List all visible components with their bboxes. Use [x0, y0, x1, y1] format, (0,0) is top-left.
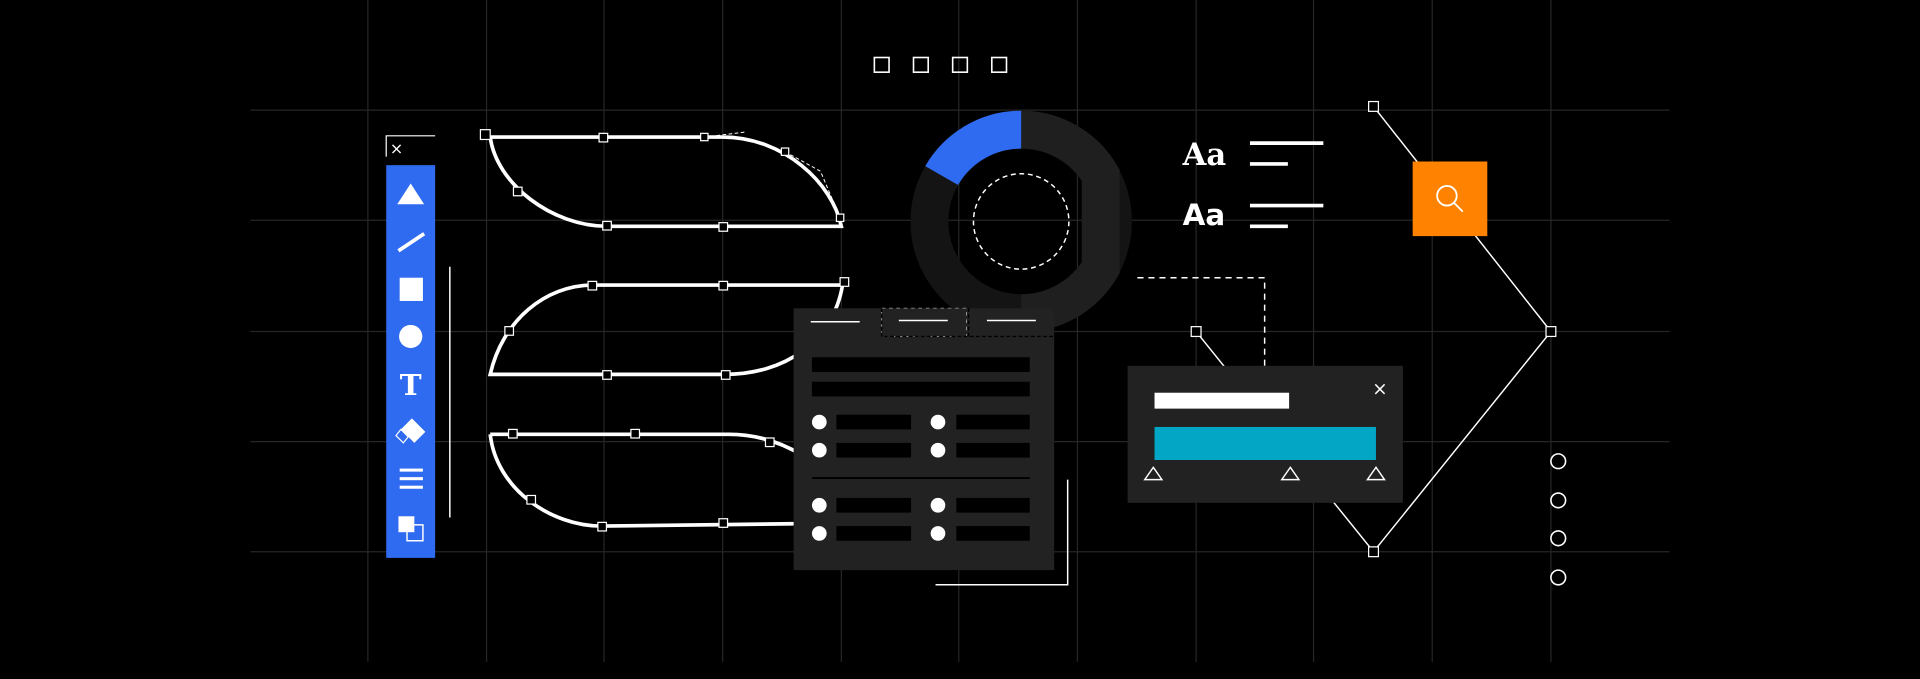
typography-samples: Aa Aa — [1182, 137, 1324, 232]
dialog-close-icon[interactable]: × — [1372, 379, 1387, 400]
dialog-input[interactable] — [1154, 392, 1290, 409]
square-3[interactable] — [951, 56, 969, 73]
square-4[interactable] — [991, 56, 1008, 73]
text-field-1[interactable] — [811, 357, 1030, 372]
slider-markers[interactable] — [1143, 466, 1386, 481]
dialog-panel: × — [1127, 365, 1403, 503]
bezier-handles[interactable] — [479, 129, 850, 532]
square-2[interactable] — [912, 56, 929, 73]
eraser-icon[interactable] — [395, 418, 426, 444]
donut-highlight-segment[interactable] — [925, 110, 1022, 186]
text-field-2[interactable] — [811, 381, 1030, 397]
panel-tabs[interactable] — [810, 307, 1055, 338]
square-icon[interactable] — [399, 277, 423, 301]
pagination-squares — [873, 56, 1008, 73]
corner-bracket — [935, 479, 1069, 586]
circle-icon[interactable] — [399, 324, 423, 349]
connector-handles[interactable] — [1190, 100, 1557, 558]
triangle-icon[interactable] — [397, 183, 425, 205]
text-icon[interactable]: T — [400, 367, 422, 402]
radio-options[interactable] — [811, 414, 946, 541]
radio-dots[interactable] — [1550, 453, 1567, 586]
toolbar-close-icon[interactable]: × — [390, 139, 403, 158]
layers-icon[interactable] — [398, 516, 424, 542]
tool-palette: × T — [385, 135, 436, 558]
typeface-sample-serif: Aa — [1182, 137, 1227, 173]
line-icon[interactable] — [397, 232, 426, 253]
search-icon — [1436, 185, 1464, 213]
menu-icon[interactable] — [399, 468, 423, 489]
square-1[interactable] — [873, 56, 890, 73]
form-panel — [793, 307, 1055, 571]
donut-chart — [910, 110, 1132, 333]
range-bar[interactable] — [1154, 426, 1376, 461]
search-button[interactable] — [1412, 161, 1488, 237]
typeface-sample-sans: Aa — [1183, 198, 1226, 232]
